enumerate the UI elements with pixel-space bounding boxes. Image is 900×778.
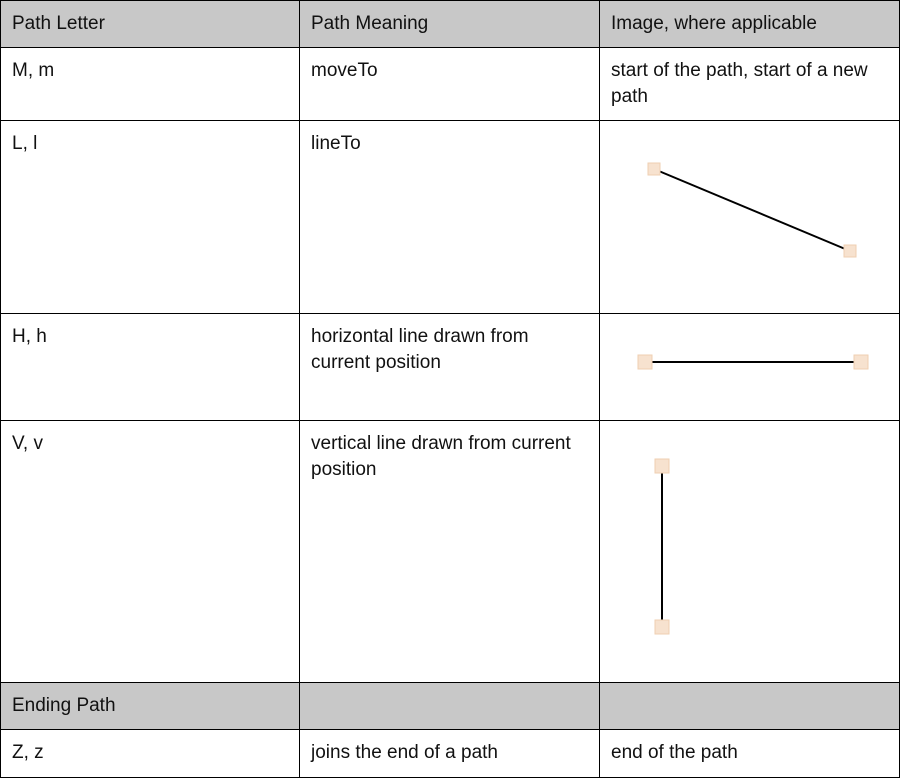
cell-meaning: moveTo (300, 48, 600, 120)
table-row-vertical: V, v vertical line drawn from current po… (1, 421, 899, 683)
path-handle-start (647, 162, 661, 176)
section-image (600, 683, 899, 729)
path-handle-end (843, 244, 857, 258)
horizontal-line-illustration (637, 354, 869, 370)
header-row: Path Letter Path Meaning Image, where ap… (1, 1, 899, 48)
cell-image (600, 421, 899, 682)
cell-image (600, 314, 899, 420)
cell-meaning: joins the end of a path (300, 730, 600, 777)
cell-image-text: start of the path, start of a new path (611, 60, 868, 107)
path-handle-end (853, 354, 869, 370)
table-row-closepath: Z, z joins the end of a path end of the … (1, 730, 899, 777)
table-row-moveto: M, m moveTo start of the path, start of … (1, 48, 899, 121)
header-path-meaning: Path Meaning (300, 1, 600, 47)
cell-letter: H, h (1, 314, 300, 420)
header-path-letter: Path Letter (1, 1, 300, 47)
cell-image (600, 121, 899, 313)
lineto-illustration (647, 162, 857, 258)
header-image: Image, where applicable (611, 13, 817, 34)
vertical-line-illustration (654, 458, 670, 635)
cell-letter: M, m (1, 48, 300, 120)
path-line (653, 168, 851, 252)
cell-meaning: horizontal line drawn from current posit… (300, 314, 600, 420)
path-handle-start (637, 354, 653, 370)
path-handle-start (654, 458, 670, 474)
table-row-horizontal: H, h horizontal line drawn from current … (1, 314, 899, 421)
cell-letter: Z, z (1, 730, 300, 777)
section-meaning (300, 683, 600, 729)
path-handle-end (654, 619, 670, 635)
cell-image-text: end of the path (611, 742, 738, 763)
section-row-ending-path: Ending Path (1, 683, 899, 730)
cell-meaning: lineTo (300, 121, 600, 313)
table-row-lineto: L, l lineTo (1, 121, 899, 314)
cell-letter: L, l (1, 121, 300, 313)
cell-letter: V, v (1, 421, 300, 682)
cell-meaning: vertical line drawn from current positio… (300, 421, 600, 682)
section-label: Ending Path (1, 683, 300, 729)
